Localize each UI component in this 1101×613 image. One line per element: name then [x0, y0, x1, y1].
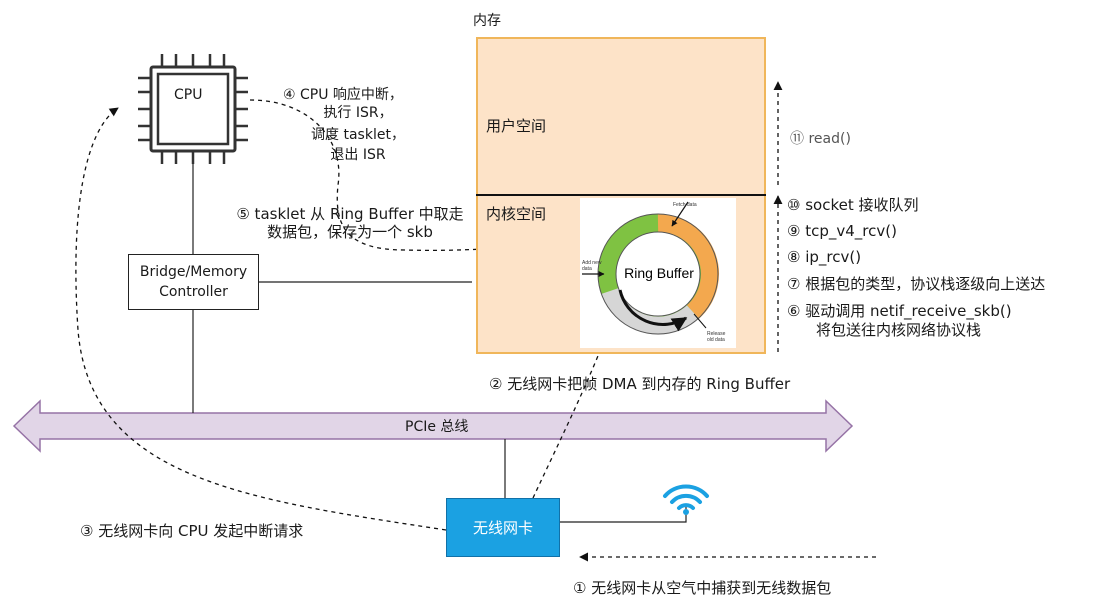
- memory-title: 内存: [473, 13, 501, 29]
- bridge-label-line1: Bridge/Memory: [139, 264, 248, 280]
- kernel-space-label: 内核空间: [486, 205, 547, 223]
- step-6-line-2: 将包送往内核网络协议栈: [816, 321, 982, 339]
- ring-buffer-graphic: Ring Buffer Fetch data Add new data Rele…: [582, 201, 726, 343]
- step-5-line-2: 数据包，保存为一个 skb: [267, 223, 433, 241]
- wifi-icon: [663, 484, 709, 510]
- ring-add-label-2: data: [582, 266, 592, 272]
- cpu-label: CPU: [174, 87, 203, 103]
- step-3-label: ③ 无线网卡向 CPU 发起中断请求: [80, 522, 304, 540]
- step-4-line-4: 退出 ISR: [330, 147, 386, 163]
- step-6-line-1: ⑥ 驱动调用 netif_receive_skb(): [787, 302, 1012, 320]
- step-2-label: ② 无线网卡把帧 DMA 到内存的 Ring Buffer: [489, 375, 791, 393]
- ring-buffer-panel: Ring Buffer Fetch data Add new data Rele…: [580, 198, 736, 348]
- wireless-nic: 无线网卡: [446, 498, 560, 557]
- step-9-label: ⑨ tcp_v4_rcv(): [787, 222, 897, 240]
- step-4-line-2: 执行 ISR，: [323, 105, 393, 121]
- step-7-label: ⑦ 根据包的类型，协议栈逐级向上送达: [787, 275, 1046, 293]
- ring-add-label-1: Add new: [582, 260, 602, 266]
- ring-buffer-title: Ring Buffer: [624, 265, 694, 281]
- step-4-line-1: ④ CPU 响应中断，: [283, 87, 403, 103]
- bridge-memory-controller: Bridge/Memory Controller: [128, 254, 259, 310]
- nic-antenna-line: [560, 507, 687, 523]
- memory-divider: [476, 194, 766, 196]
- ring-release-label-2: old data: [707, 337, 725, 343]
- bridge-label-line2: Controller: [159, 284, 228, 300]
- ring-release-label-1: Release: [707, 331, 726, 337]
- step-10-label: ⑩ socket 接收队列: [787, 196, 919, 214]
- cpu-chip-icon: [138, 54, 248, 164]
- pcie-bus: [12, 399, 854, 453]
- step-8-label: ⑧ ip_rcv(): [787, 248, 862, 266]
- arrow-interrupt: [75, 107, 447, 531]
- step-5-line-1: ⑤ tasklet 从 Ring Buffer 中取走: [236, 205, 464, 223]
- step-1-label: ① 无线网卡从空气中捕获到无线数据包: [573, 579, 832, 597]
- step-4-line-3: 调度 tasklet，: [311, 127, 405, 143]
- step-11-label: ⑪ read(): [790, 131, 851, 147]
- wifi-dot: [683, 509, 689, 515]
- pcie-bus-label: PCIe 总线: [405, 419, 469, 435]
- ring-fetch-label: Fetch data: [673, 202, 697, 208]
- user-space-label: 用户空间: [486, 117, 547, 135]
